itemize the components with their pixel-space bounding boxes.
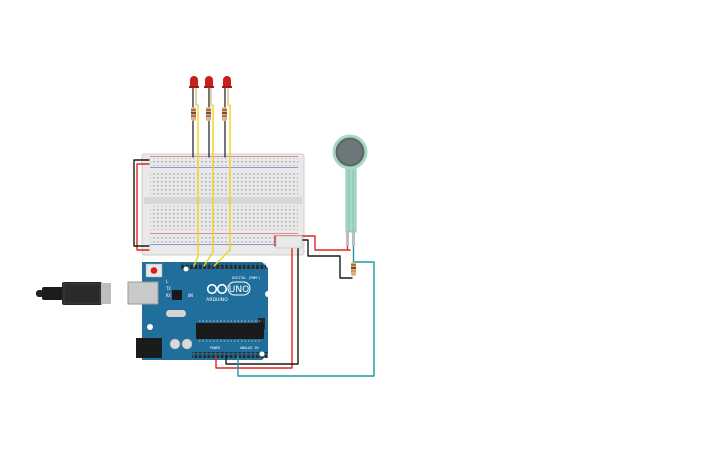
led-2[interactable] — [204, 76, 214, 106]
bottom-power-rail — [150, 235, 298, 243]
mounting-hole-1 — [265, 291, 271, 297]
led-3-rim — [222, 86, 232, 88]
power-analog-pin-header[interactable] — [192, 352, 268, 358]
digital-pin-header[interactable] — [180, 263, 266, 269]
wire-red-to-sensor[interactable] — [274, 235, 351, 251]
resistor-4[interactable] — [351, 262, 356, 276]
wires — [133, 86, 375, 377]
resistor-1[interactable] — [191, 107, 196, 121]
led-array[interactable] — [189, 76, 232, 121]
capacitor-1 — [169, 338, 181, 350]
wire-teal-analog[interactable] — [237, 261, 375, 377]
center-channel — [144, 197, 302, 204]
rx-label: RX — [166, 293, 171, 298]
wire-yellow-1[interactable] — [193, 104, 199, 267]
dc-power-jack — [136, 338, 162, 358]
arduino-uno-board[interactable]: UNO ARDUINO TX RX ON L POWER ANALOG IN D… — [36, 262, 271, 360]
chip-pins — [199, 320, 262, 342]
usb-cable[interactable] — [36, 282, 111, 305]
resistor-1-body — [191, 107, 196, 121]
rail-connector-block — [275, 235, 303, 249]
usb-plug-ridge — [63, 283, 101, 304]
led-3-dome — [223, 76, 231, 86]
usb-plug-body — [62, 282, 102, 305]
wire-yellow-2[interactable] — [203, 104, 214, 267]
arduino-logo — [206, 283, 228, 295]
led-2-rim — [204, 86, 214, 88]
mounting-hole-4 — [259, 351, 265, 357]
board-brand-label: ARDUINO — [206, 297, 228, 303]
wire-black-to-sensor-resistor[interactable] — [299, 239, 353, 279]
tx-label: TX — [166, 286, 171, 291]
led-1[interactable] — [189, 76, 199, 106]
on-label: ON — [188, 293, 193, 298]
mounting-hole-2 — [183, 266, 189, 272]
resistor-3-body — [222, 107, 227, 121]
force-sensitive-resistor[interactable] — [332, 134, 368, 262]
digital-pwm-label: DIGITAL (PWM~) — [232, 276, 261, 280]
resistor-2-body — [206, 107, 211, 121]
usb-controller-chip — [172, 290, 182, 300]
fsr-pin-2 — [352, 232, 355, 246]
fsr-pin-1 — [346, 232, 349, 246]
breadboard[interactable] — [141, 153, 305, 256]
logo-infinity-right — [216, 283, 228, 295]
led-1-rim — [189, 86, 199, 88]
led-1-dome — [190, 76, 198, 86]
usb-b-port — [127, 281, 159, 305]
logo-infinity-left — [206, 283, 218, 295]
reset-button-cap — [150, 267, 158, 274]
board-model-label: UNO — [229, 285, 249, 295]
fsr-pad-inner — [338, 140, 362, 164]
usb-cable-strain — [42, 287, 64, 300]
mounting-hole-3 — [147, 324, 153, 330]
l-label: L — [166, 279, 169, 284]
crystal-oscillator — [166, 310, 186, 317]
uno-badge-outline — [227, 281, 251, 296]
power-label: POWER — [210, 346, 221, 350]
resistor-4-body — [351, 262, 356, 276]
terminal-strip-bottom — [150, 206, 298, 230]
wire-left-red[interactable] — [136, 163, 150, 251]
terminal-strip-top — [150, 171, 298, 195]
analog-in-label: ANALOG IN — [240, 346, 258, 350]
led-2-dome — [205, 76, 213, 86]
fsr-strip — [345, 159, 357, 233]
top-power-rail — [150, 158, 298, 166]
capacitor-2 — [181, 338, 193, 350]
wire-yellow-3[interactable] — [213, 104, 231, 267]
led-3[interactable] — [222, 76, 232, 106]
atmega-chip — [196, 323, 264, 339]
wire-left-black[interactable] — [133, 159, 150, 247]
resistor-3[interactable] — [222, 107, 227, 121]
usb-plug-metal — [101, 283, 111, 304]
resistor-2[interactable] — [206, 107, 211, 121]
